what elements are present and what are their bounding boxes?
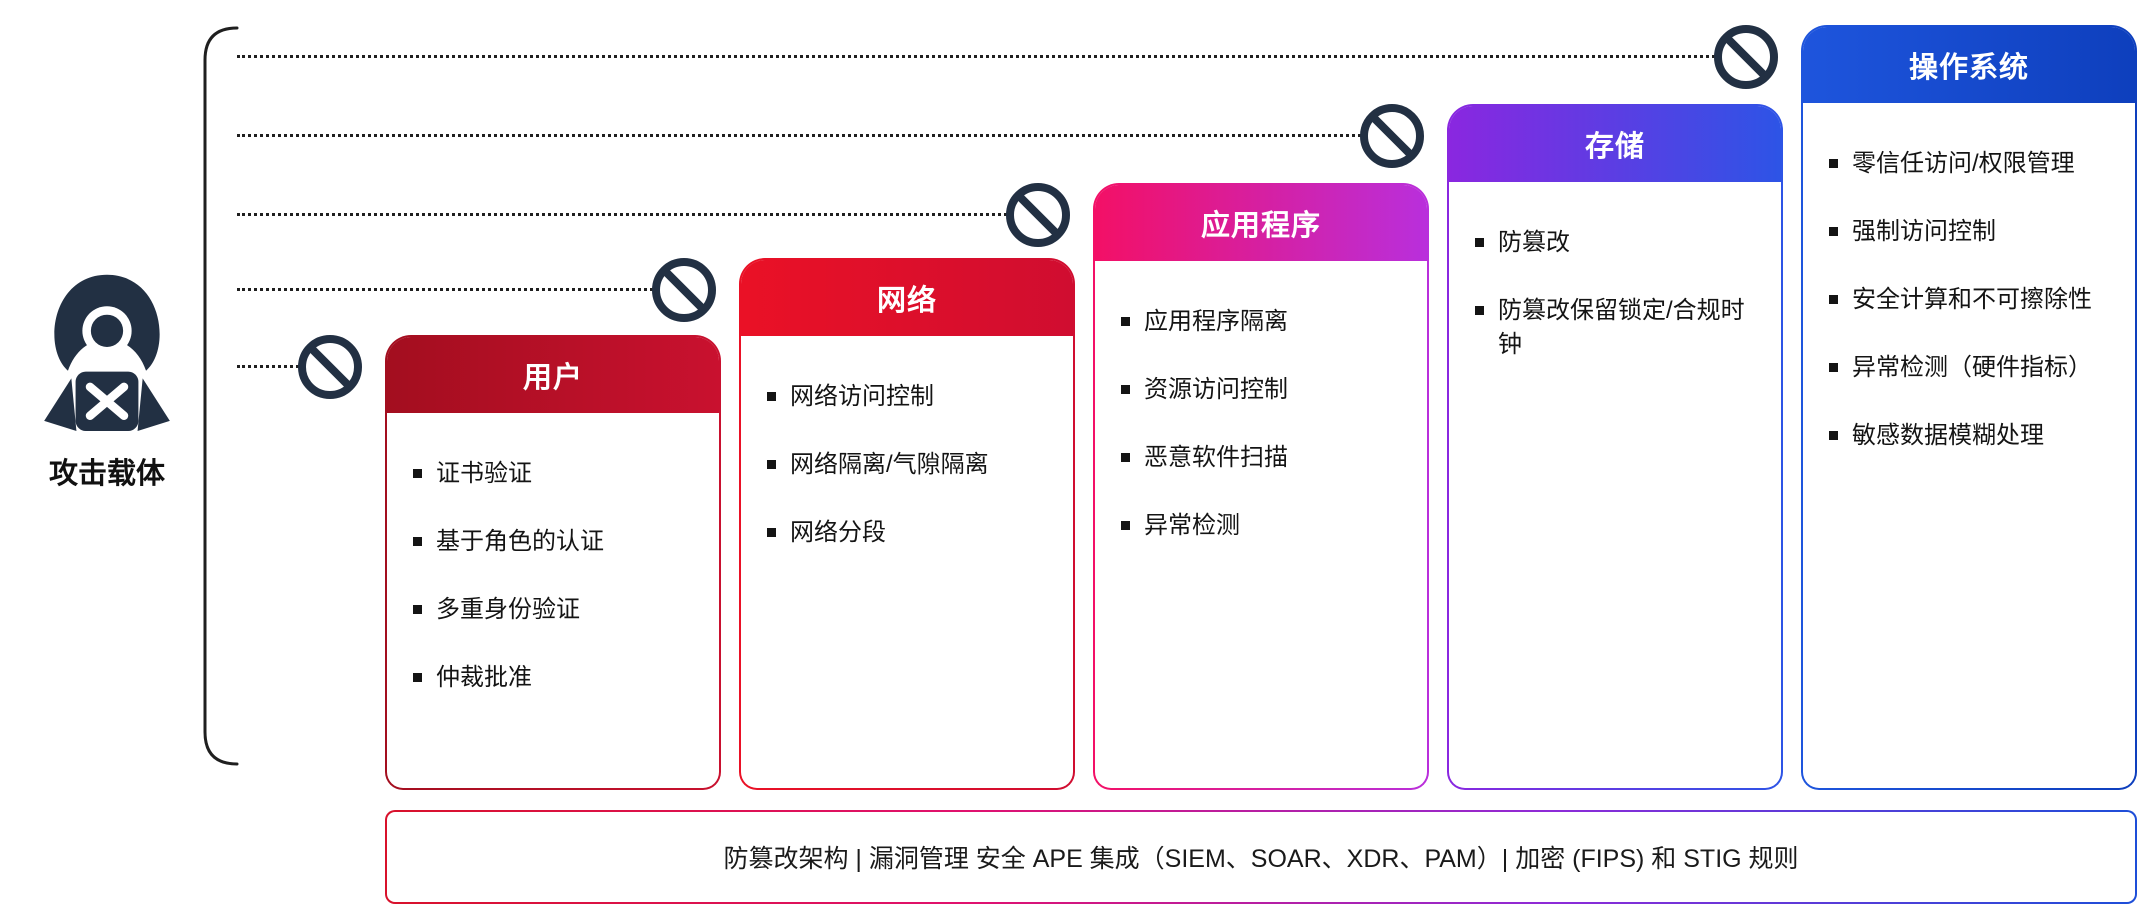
list-item: 安全计算和不可擦除性 xyxy=(1829,283,2115,317)
bullet-icon xyxy=(1829,295,1838,305)
layer-list-user: 证书验证 基于角色的认证 多重身份验证 仲裁批准 xyxy=(387,413,719,715)
list-item: 基于角色的认证 xyxy=(413,525,699,559)
layer-title-user: 用户 xyxy=(387,337,719,413)
bracket-icon xyxy=(203,26,239,766)
bullet-icon xyxy=(413,605,422,615)
no-entry-icon-user xyxy=(298,335,362,399)
list-item: 网络访问控制 xyxy=(767,380,1053,414)
no-entry-icon-storage xyxy=(1360,104,1424,168)
list-item: 异常检测（硬件指标） xyxy=(1829,351,2115,385)
footer-text: 防篡改架构 | 漏洞管理 安全 APE 集成（SIEM、SOAR、XDR、PAM… xyxy=(723,845,1799,873)
attack-vector-label: 攻击载体 xyxy=(48,458,165,490)
attack-path-line-storage xyxy=(237,134,1366,137)
layer-card-network: 网络 网络访问控制 网络隔离/气隙隔离 网络分段 xyxy=(739,258,1075,790)
layer-title-os: 操作系统 xyxy=(1803,27,2135,103)
layer-list-application: 应用程序隔离 资源访问控制 恶意软件扫描 异常检测 xyxy=(1095,261,1427,563)
list-item: 恶意软件扫描 xyxy=(1121,441,1407,475)
attacker-icon xyxy=(44,274,170,432)
list-item: 资源访问控制 xyxy=(1121,373,1407,407)
layer-card-os: 操作系统 零信任访问/权限管理 强制访问控制 安全计算和不可擦除性 异常检测（硬… xyxy=(1801,25,2137,790)
footer-banner: 防篡改架构 | 漏洞管理 安全 APE 集成（SIEM、SOAR、XDR、PAM… xyxy=(385,810,2137,904)
bullet-icon xyxy=(767,460,776,470)
layer-list-storage: 防篡改 防篡改保留锁定/合规时钟 xyxy=(1449,182,1781,382)
no-entry-icon-application xyxy=(1006,183,1070,247)
list-item: 网络隔离/气隙隔离 xyxy=(767,448,1053,482)
bullet-icon xyxy=(1121,521,1130,531)
list-item: 异常检测 xyxy=(1121,509,1407,543)
list-item: 多重身份验证 xyxy=(413,593,699,627)
bullet-icon xyxy=(767,528,776,538)
bullet-icon xyxy=(1121,317,1130,326)
list-item: 防篡改保留锁定/合规时钟 xyxy=(1475,294,1761,362)
no-entry-icon-network xyxy=(652,258,716,322)
attack-path-line-os xyxy=(237,55,1720,58)
bullet-icon xyxy=(767,392,776,401)
layer-card-user: 用户 证书验证 基于角色的认证 多重身份验证 仲裁批准 xyxy=(385,335,721,790)
bullet-icon xyxy=(413,537,422,547)
list-item: 防篡改 xyxy=(1475,226,1761,260)
bullet-icon xyxy=(1829,159,1838,168)
bullet-icon xyxy=(1829,363,1838,373)
layer-card-storage: 存储 防篡改 防篡改保留锁定/合规时钟 xyxy=(1447,104,1783,790)
bullet-icon xyxy=(1829,431,1838,441)
attack-path-line-user xyxy=(237,365,304,368)
no-entry-icon-os xyxy=(1714,25,1778,89)
bullet-icon xyxy=(1121,385,1130,395)
bullet-icon xyxy=(1121,453,1130,463)
layer-title-network: 网络 xyxy=(741,260,1073,336)
attack-path-line-network xyxy=(237,288,658,291)
bullet-icon xyxy=(1475,306,1484,316)
layer-card-application: 应用程序 应用程序隔离 资源访问控制 恶意软件扫描 异常检测 xyxy=(1093,183,1429,790)
bullet-icon xyxy=(1475,238,1484,247)
list-item: 网络分段 xyxy=(767,516,1053,550)
bullet-icon xyxy=(413,673,422,683)
list-item: 零信任访问/权限管理 xyxy=(1829,147,2115,181)
layer-title-application: 应用程序 xyxy=(1095,185,1427,261)
layer-list-os: 零信任访问/权限管理 强制访问控制 安全计算和不可擦除性 异常检测（硬件指标） … xyxy=(1803,103,2135,473)
attack-path-line-application xyxy=(237,213,1012,216)
bullet-icon xyxy=(1829,227,1838,237)
list-item: 证书验证 xyxy=(413,457,699,491)
list-item: 仲裁批准 xyxy=(413,661,699,695)
bullet-icon xyxy=(413,469,422,478)
layer-title-storage: 存储 xyxy=(1449,106,1781,182)
list-item: 敏感数据模糊处理 xyxy=(1829,419,2115,453)
layer-list-network: 网络访问控制 网络隔离/气隙隔离 网络分段 xyxy=(741,336,1073,570)
list-item: 应用程序隔离 xyxy=(1121,305,1407,339)
list-item: 强制访问控制 xyxy=(1829,215,2115,249)
